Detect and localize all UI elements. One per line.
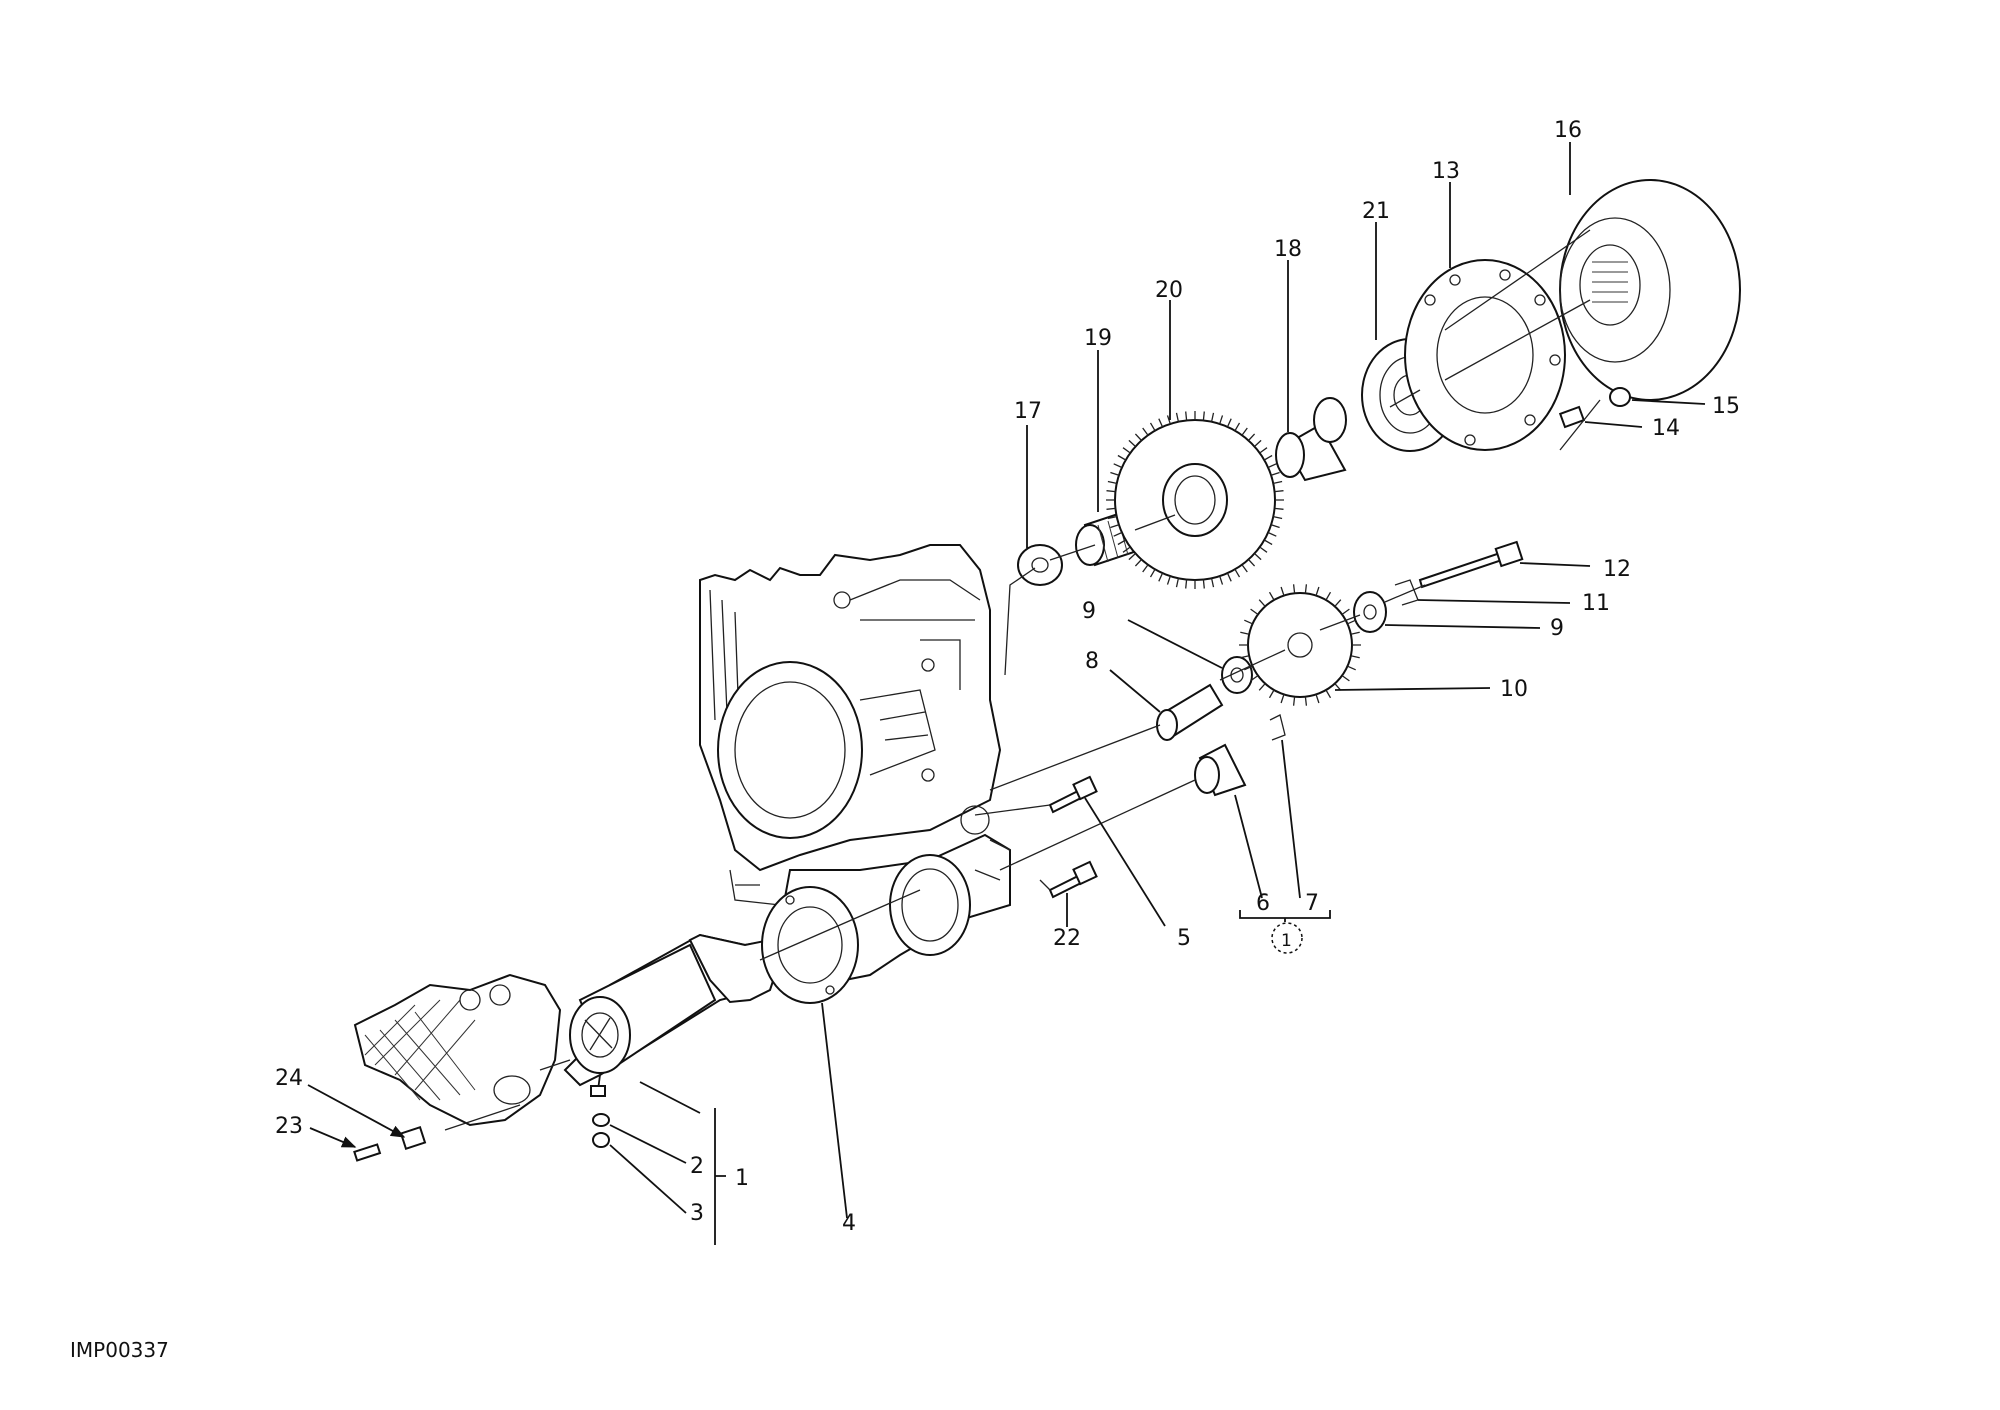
- callout-14: 14: [1652, 416, 1680, 441]
- callout-15: 15: [1712, 394, 1740, 419]
- drawing-code: IMP00337: [70, 1338, 169, 1362]
- group-marker: 1: [1281, 931, 1292, 951]
- callout-23: 23: [275, 1114, 303, 1139]
- callout-5: 5: [1177, 926, 1191, 951]
- assembly-lines: [444, 229, 1601, 1131]
- callout-8: 8: [1085, 649, 1099, 674]
- starter-motor-illustration: [563, 886, 859, 1148]
- callout-22: 22: [1053, 926, 1081, 951]
- callout-labels: 1 2 3 4 5 6 7 8 9 9 10 11 12 13 14 15 16…: [275, 118, 1740, 1236]
- callout-24: 24: [275, 1066, 303, 1091]
- callout-9-upper: 9: [1082, 599, 1096, 624]
- callout-16: 16: [1554, 118, 1582, 143]
- callout-4: 4: [842, 1211, 856, 1236]
- callout-19: 19: [1084, 326, 1112, 351]
- callout-6: 6: [1256, 891, 1270, 916]
- callout-11: 11: [1582, 591, 1610, 616]
- callout-2: 2: [690, 1154, 704, 1179]
- callout-10: 10: [1500, 677, 1528, 702]
- gear-train-illustration: [1017, 179, 1741, 899]
- callout-3: 3: [690, 1201, 704, 1226]
- callout-13: 13: [1432, 159, 1460, 184]
- callout-18: 18: [1274, 237, 1302, 262]
- callout-7: 7: [1305, 891, 1319, 916]
- callout-1: 1: [735, 1166, 749, 1191]
- callout-20: 20: [1155, 278, 1183, 303]
- leader-lines: [307, 142, 1706, 1245]
- callout-12: 12: [1603, 557, 1631, 582]
- callout-17: 17: [1014, 399, 1042, 424]
- callout-21: 21: [1362, 199, 1390, 224]
- callout-9-lower: 9: [1550, 616, 1564, 641]
- bracket-illustration: [353, 973, 562, 1162]
